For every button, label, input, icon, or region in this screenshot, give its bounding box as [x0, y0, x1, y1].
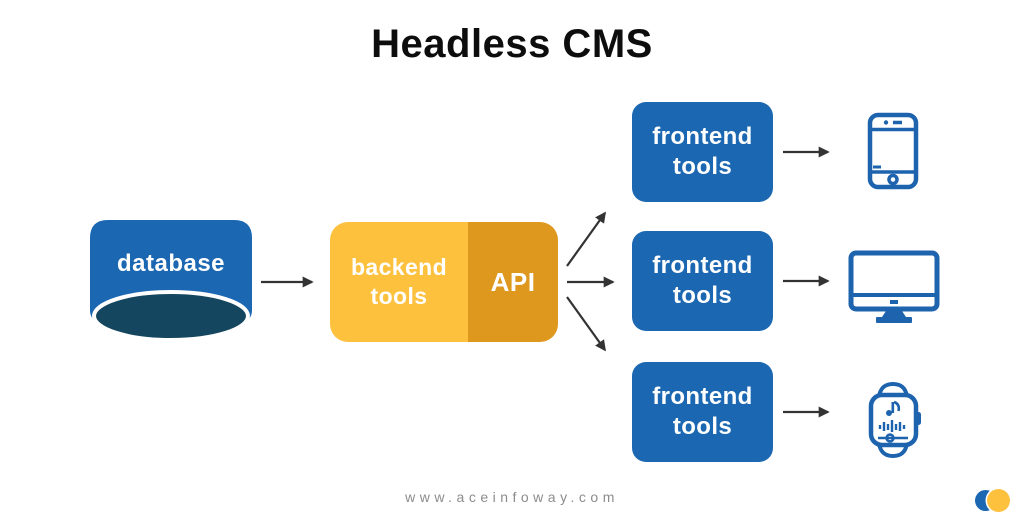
arrow-api-to-frontend-1: [566, 211, 606, 267]
arrow-api-to-frontend-3: [566, 296, 606, 352]
desktop-monitor-icon: [848, 250, 940, 329]
frontend-tools-label: frontend tools: [652, 252, 753, 309]
database-cylinder-icon: [90, 220, 252, 342]
frontend-tools-label: frontend tools: [652, 383, 753, 440]
backend-tools-section: backend tools: [330, 222, 468, 342]
database-node: database: [88, 216, 254, 348]
frontend-tools-box-3: frontend tools: [632, 362, 773, 462]
aceinfoway-logo-icon: [975, 489, 1011, 513]
smartwatch-icon: [861, 381, 925, 464]
backend-tools-label: backend tools: [350, 254, 448, 309]
logo-yellow-circle: [987, 489, 1010, 512]
backend-api-box: backend tools API: [330, 222, 558, 342]
api-label: API: [490, 266, 536, 297]
frontend-tools-box-1: frontend tools: [632, 102, 773, 202]
frontend-tools-label: frontend tools: [652, 123, 753, 180]
smartphone-icon: [867, 112, 919, 195]
api-section: API: [468, 222, 558, 342]
website-url: www.aceinfoway.com: [405, 489, 619, 505]
frontend-tools-box-2: frontend tools: [632, 231, 773, 331]
page-title: Headless CMS: [371, 22, 653, 66]
database-label: database: [116, 250, 226, 277]
